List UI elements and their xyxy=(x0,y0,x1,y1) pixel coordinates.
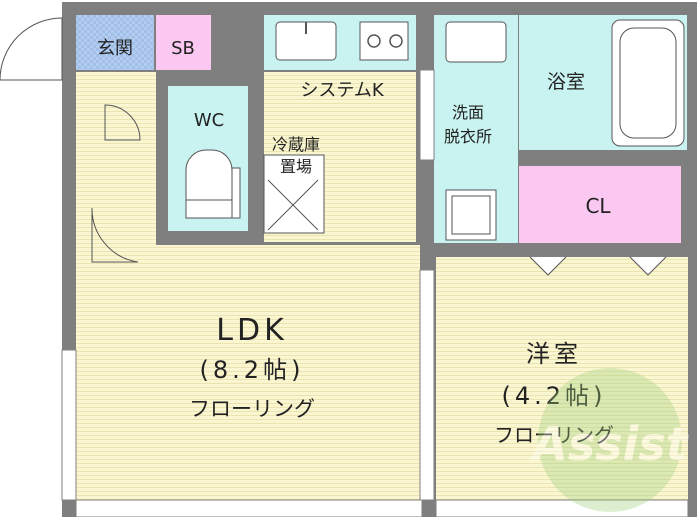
ldk-side-window xyxy=(61,349,77,501)
genkan-area xyxy=(76,15,154,70)
ldk-floor-left xyxy=(76,200,156,500)
western-size-label: (4.2帖) xyxy=(502,382,607,410)
bath-label: 浴室 xyxy=(547,71,585,93)
wc-label: WC xyxy=(194,110,224,131)
hallway-area xyxy=(76,72,156,200)
genkan-label: 玄関 xyxy=(97,38,133,59)
western-window xyxy=(435,499,689,517)
closet-label: CL xyxy=(585,194,611,218)
western-name-label: 洋室 xyxy=(526,340,582,368)
entrance-door-swing xyxy=(0,17,63,81)
closet-area xyxy=(519,166,681,243)
closet-door-right xyxy=(629,256,667,276)
washbasin-icon xyxy=(445,21,507,63)
partition-sliding-door xyxy=(419,269,435,501)
sb-label: SB xyxy=(171,38,195,59)
western-floor-label: フローリング xyxy=(494,423,614,447)
bathtub-icon xyxy=(611,19,685,147)
ldk-size-label: (8.2帖) xyxy=(200,356,305,384)
ldk-floor-label: フローリング xyxy=(189,397,315,421)
washroom-label-line1: 洗面 xyxy=(452,103,484,122)
washing-machine-icon xyxy=(445,189,497,241)
kitchen-label: システムK xyxy=(300,80,384,101)
ldk-door-swing xyxy=(91,207,139,263)
ldk-window xyxy=(75,499,423,517)
watermark-text: Assist xyxy=(529,417,690,471)
sb-area xyxy=(156,15,211,70)
fridge-label-line1: 冷蔵庫 xyxy=(272,135,320,154)
stove-icon xyxy=(359,21,409,61)
closet-door-left xyxy=(529,256,567,276)
wc-door-swing xyxy=(104,104,141,141)
washroom-label-line2: 脱衣所 xyxy=(444,127,492,146)
ldk-floor xyxy=(156,245,420,500)
fridge-space xyxy=(263,154,325,234)
western-room-floor xyxy=(436,257,688,500)
ldk-name-label: LDK xyxy=(216,313,288,348)
fridge-label-line2: 置場 xyxy=(280,157,312,176)
assist-watermark-logo: Assist xyxy=(529,368,690,512)
washroom-sliding-door xyxy=(419,69,435,161)
